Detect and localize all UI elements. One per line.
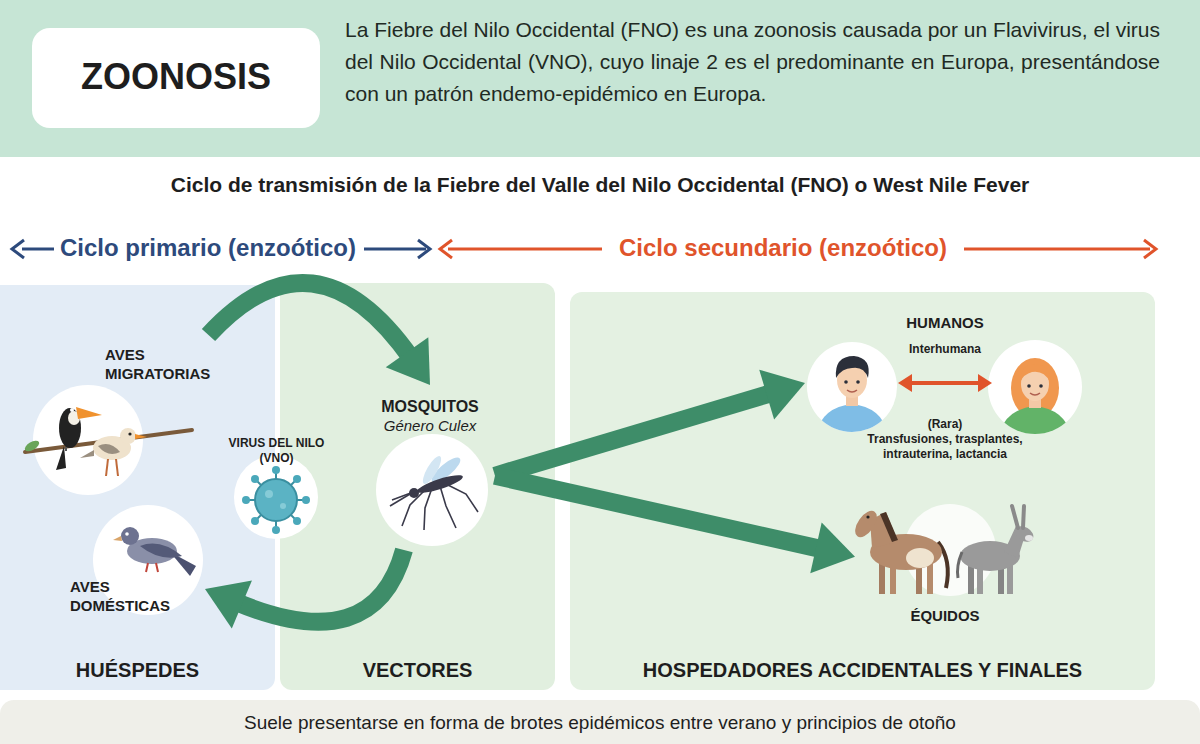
text-slot: ÉQUIDOS <box>855 607 1035 625</box>
intro-paragraph: La Fiebre del Nilo Occidental (FNO) es u… <box>345 14 1160 110</box>
arrow-shaft <box>209 283 412 359</box>
title-box: ZOONOSIS <box>32 28 320 128</box>
equids <box>851 504 1036 596</box>
text-slot: La Fiebre del Nilo Occidental (FNO) es u… <box>345 14 1160 110</box>
node-label: AVES DOMÉSTICAS <box>70 577 188 615</box>
header-band: La Fiebre del Nilo Occidental (FNO) es u… <box>0 0 1200 157</box>
virus <box>234 455 318 539</box>
node-label: HUMANOS <box>805 314 1085 332</box>
cycle-label: Ciclo secundario (enzoótico) <box>608 234 958 263</box>
equids-group: ÉQUIDOS <box>855 495 1035 632</box>
text-slot: Género Culex <box>365 417 495 435</box>
text-slot: MOSQUITOS <box>365 397 495 416</box>
diagram-caption: Suele presentarse en forma de brotes epi… <box>10 712 1190 735</box>
accidental-hosts-ground <box>570 292 1155 690</box>
migratory-birds <box>23 385 192 495</box>
arrow-head <box>759 370 805 420</box>
arrow-label: Interhumana <box>885 342 1005 356</box>
note-label: (Rara) <box>885 417 1005 431</box>
text-slot: HOSPEDADORES ACCIDENTALES Y FINALES <box>570 658 1155 682</box>
cycle-label: Ciclo primario (enzoótico) <box>60 234 360 263</box>
text-slot: VIRUS DEL NILO (VNO) <box>220 436 333 466</box>
accidental-hosts-panel: HOSPEDADORES ACCIDENTALES Y FINALES HUMAN… <box>570 292 1155 690</box>
mosquito-circle: MOSQUITOSGénero Culex <box>365 385 495 550</box>
text-slot: Ciclo de transmisión de la Fiebre del Va… <box>10 172 1190 197</box>
text-slot: Ciclo primario (enzoótico) <box>60 234 360 263</box>
node-label: VIRUS DEL NILO (VNO) <box>220 436 333 466</box>
caption-band <box>0 700 1200 744</box>
node-label: AVES MIGRATORIAS <box>105 345 235 383</box>
hosts-ground <box>0 285 275 690</box>
flow-arrow <box>495 476 855 573</box>
humans-group: HUMANOS <box>805 312 1085 470</box>
node-label: ÉQUIDOS <box>855 607 1035 625</box>
flow-arrow <box>495 370 805 476</box>
arrow-shaft <box>495 476 824 550</box>
bird-circle: AVES DOMÉSTICAS <box>65 505 205 625</box>
genus-label: Género Culex <box>365 417 495 435</box>
virus-circle: VIRUS DEL NILO (VNO) <box>218 432 335 540</box>
panel-title: VECTORES <box>280 658 555 682</box>
bird-circle: AVES MIGRATORIAS <box>30 335 240 475</box>
text-slot: AVES MIGRATORIAS <box>105 345 235 383</box>
text-slot: HUÉSPEDES <box>0 658 275 682</box>
diagram-title: Ciclo de transmisión de la Fiebre del Va… <box>10 172 1190 197</box>
note-label: Transfusiones, trasplantes, intrauterina… <box>845 432 1045 462</box>
panel-title: HOSPEDADORES ACCIDENTALES Y FINALES <box>570 658 1155 682</box>
arrow-head <box>205 581 252 629</box>
text-slot: HUMANOS <box>805 314 1085 332</box>
vectors-panel: VECTORES MOSQUITOSGénero Culex <box>280 283 555 690</box>
node-label: MOSQUITOS <box>365 397 495 416</box>
mosquito <box>376 434 488 546</box>
humans <box>807 340 1082 444</box>
text-slot: Interhumana <box>885 342 1005 356</box>
box-title: ZOONOSIS <box>32 55 320 98</box>
text-slot: VECTORES <box>280 658 555 682</box>
flow-arrow <box>209 283 431 385</box>
panel-title: HUÉSPEDES <box>0 658 275 682</box>
arrow-head <box>810 523 855 574</box>
arrow-shaft <box>495 392 774 475</box>
text-slot: AVES DOMÉSTICAS <box>70 577 188 615</box>
text-slot: Suele presentarse en forma de brotes epi… <box>10 712 1190 735</box>
text-slot: ZOONOSIS <box>32 55 320 98</box>
arrow-head <box>386 337 430 385</box>
panel-grounds <box>0 283 1200 744</box>
arrow-shaft <box>235 550 404 622</box>
flow-arrow <box>205 550 404 628</box>
text-slot: Transfusiones, trasplantes, intrauterina… <box>845 432 1045 462</box>
text-slot: Ciclo secundario (enzoótico) <box>608 234 958 263</box>
text-slot: (Rara) <box>885 417 1005 431</box>
hosts-panel: HUÉSPEDES AVES MIGRATORIAS AVES DOMÉSTICAS <box>0 285 275 690</box>
